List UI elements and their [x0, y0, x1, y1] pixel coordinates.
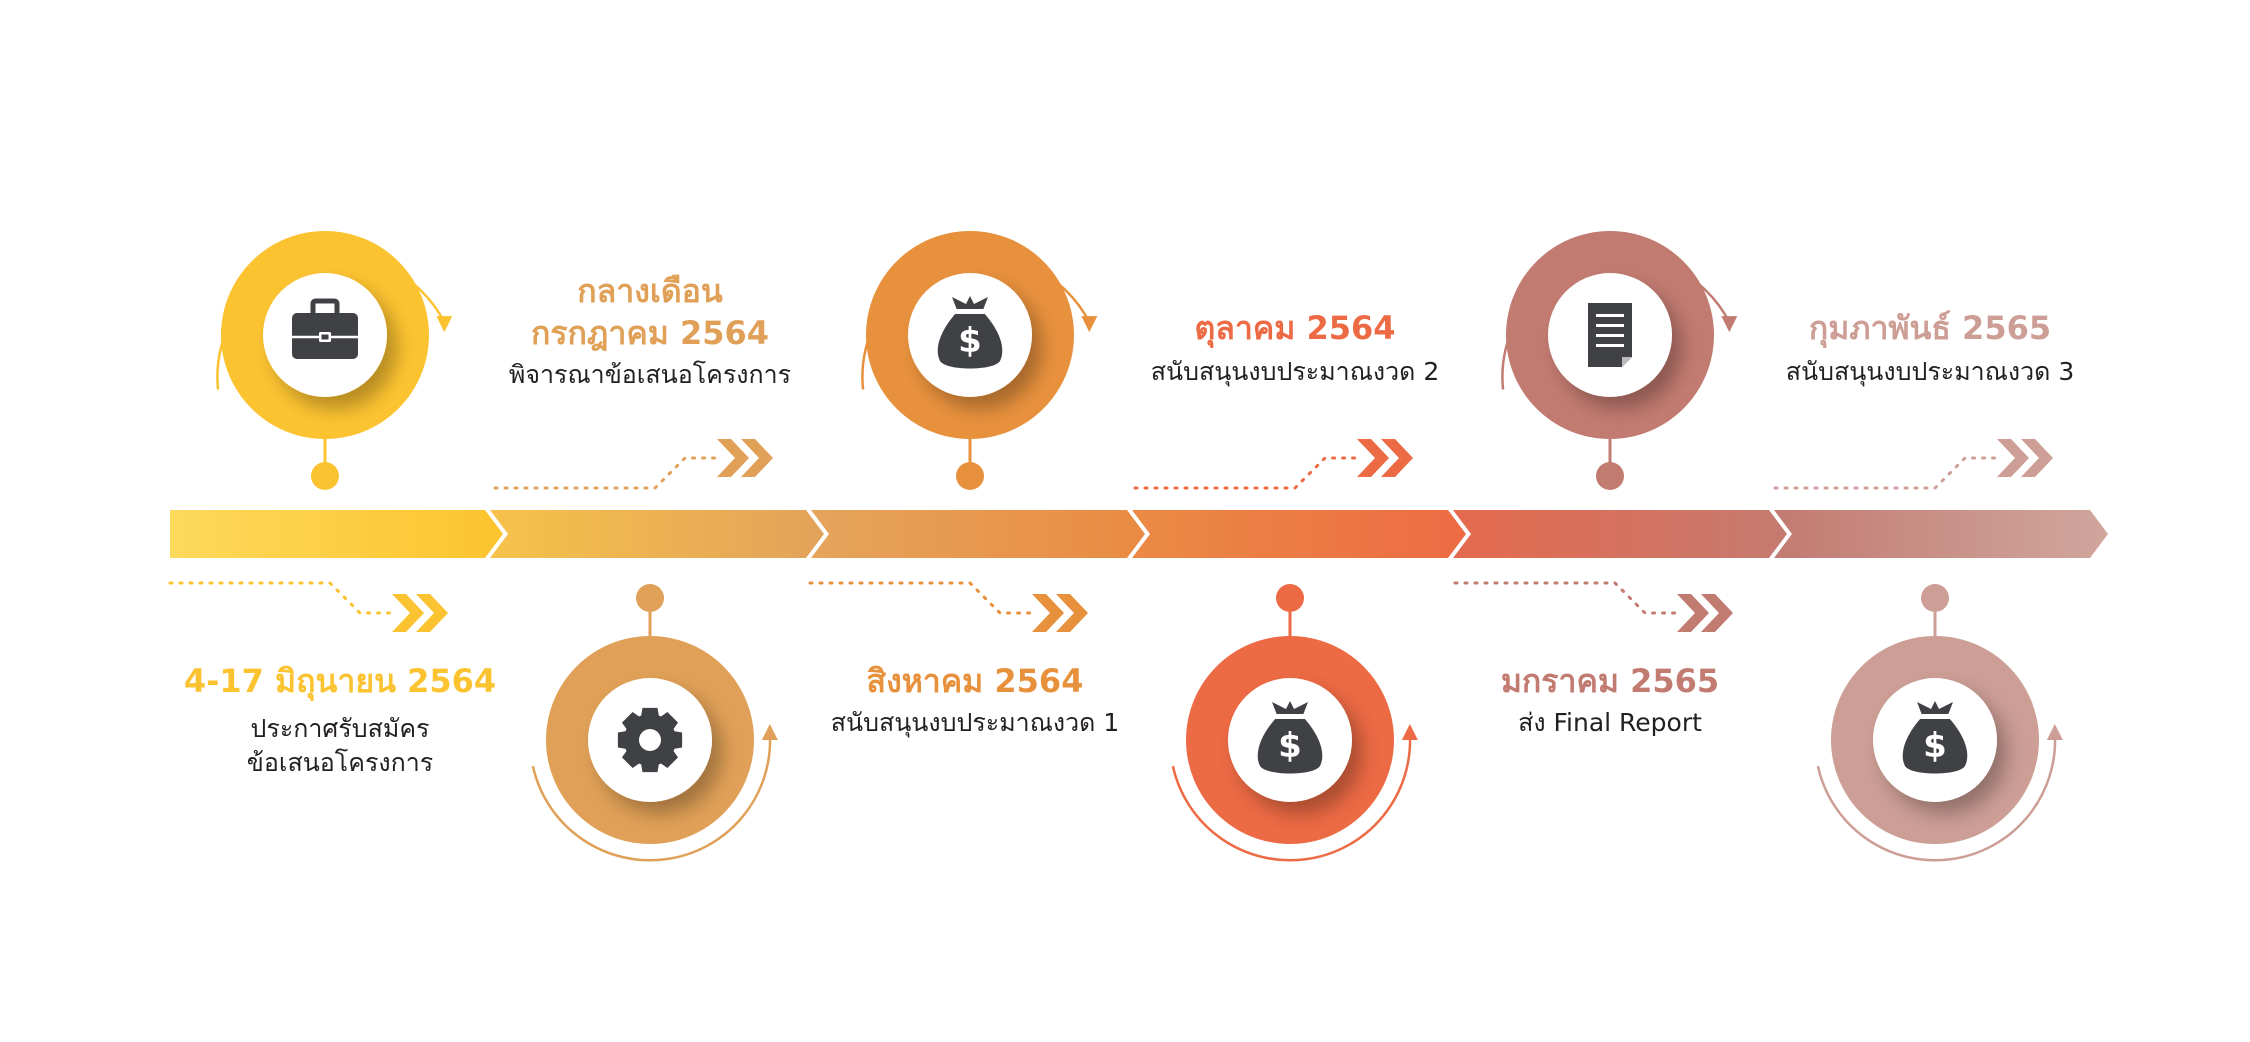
step-4-node: $	[1171, 584, 1418, 862]
step-4-arc	[1171, 733, 1412, 862]
step-6-arc-arrowhead	[2046, 724, 2063, 741]
chevron-icon-6-2	[2021, 439, 2053, 477]
timeline-segment-6	[1774, 510, 2108, 558]
document-line	[1596, 314, 1624, 317]
document-icon	[1588, 303, 1632, 367]
step-2-arc	[531, 733, 772, 862]
chevron-icon-1-2	[416, 594, 448, 632]
step-1-node	[216, 231, 453, 490]
chevron-icon-2-2	[741, 439, 773, 477]
step-6-description: สนับสนุนงบประมาณงวด 3	[1785, 357, 2075, 386]
money-bag-icon: $	[937, 296, 1003, 369]
briefcase-clasp-inner	[321, 334, 329, 340]
step-3-node: $	[861, 231, 1098, 490]
timeline-segment-3	[811, 510, 1145, 558]
step-2-description: พิจารณาข้อเสนอโครงการ	[508, 360, 792, 389]
step-4-description: สนับสนุนงบประมาณงวด 2	[1150, 357, 1440, 386]
step-6-pin	[1921, 584, 1949, 612]
step-3-date: สิงหาคม 2564	[866, 662, 1084, 700]
dotted-connector-3	[808, 581, 1032, 615]
timeline-segment-2	[490, 510, 824, 558]
step-1-date: 4-17 มิถุนายน 2564	[183, 662, 497, 700]
timeline-decorations	[168, 439, 2053, 632]
step-6-date: กุมภาพันธ์ 2565	[1808, 309, 2052, 347]
step-2-arc-arrowhead	[761, 724, 778, 741]
money-bag-body	[1902, 718, 1968, 774]
money-bag-tie	[954, 309, 986, 314]
chevron-icon-4-2	[1381, 439, 1413, 477]
money-bag-top	[952, 296, 988, 310]
chevron-icon-4-1	[1357, 439, 1389, 477]
step-4-label: ตุลาคม 2564 สนับสนุนงบประมาณงวด 2	[1085, 307, 1505, 389]
dotted-connector-6	[1773, 456, 1997, 490]
document-line	[1596, 334, 1624, 337]
dotted-connector-2	[493, 456, 717, 490]
step-2-pin	[636, 584, 664, 612]
gear-hole	[639, 729, 661, 751]
chevron-icon-6-1	[1997, 439, 2029, 477]
step-1-pin	[311, 462, 339, 490]
chevron-icon-2-1	[717, 439, 749, 477]
dotted-connector-4	[1133, 456, 1357, 490]
briefcase-icon	[292, 298, 358, 359]
money-bag-icon: $	[1257, 701, 1323, 774]
step-4-date: ตุลาคม 2564	[1194, 309, 1396, 347]
step-3-pin	[956, 462, 984, 490]
step-2-date-line-2: กรกฎาคม 2564	[530, 314, 770, 352]
document-fold	[1622, 357, 1632, 367]
dollar-sign: $	[958, 321, 982, 361]
step-1-label: 4-17 มิถุนายน 2564 ประกาศรับสมัคร ข้อเสน…	[140, 660, 540, 780]
dollar-sign: $	[1278, 726, 1302, 766]
step-6-arc	[1816, 733, 2057, 862]
chevron-icon-3-1	[1032, 594, 1064, 632]
timeline-segment-1	[170, 510, 503, 558]
step-3-label: สิงหาคม 2564 สนับสนุนงบประมาณงวด 1	[765, 660, 1185, 740]
money-bag-tie	[1919, 714, 1951, 719]
money-bag-top	[1272, 701, 1308, 715]
step-3-arc-arrowhead	[1081, 316, 1098, 333]
money-bag-body	[1257, 718, 1323, 774]
dollar-sign: $	[1923, 726, 1947, 766]
timeline-nodes: $ $ $	[216, 231, 2063, 862]
step-2-label: กลางเดือน กรกฎาคม 2564 พิจารณาข้อเสนอโคร…	[450, 270, 850, 392]
step-6-node: $	[1816, 584, 2063, 862]
money-bag-tie	[1274, 714, 1306, 719]
chevron-icon-5-2	[1701, 594, 1733, 632]
step-5-pin	[1596, 462, 1624, 490]
step-1-arc-arrowhead	[436, 316, 453, 333]
money-bag-icon: $	[1902, 701, 1968, 774]
step-5-description: ส่ง Final Report	[1518, 708, 1702, 737]
money-bag-top	[1917, 701, 1953, 715]
document-line	[1596, 324, 1624, 327]
document-line	[1596, 344, 1624, 347]
step-5-label: มกราคม 2565 ส่ง Final Report	[1410, 660, 1810, 740]
step-4-arc-arrowhead	[1401, 724, 1418, 741]
step-5-arc-arrowhead	[1721, 316, 1738, 333]
step-6-label: กุมภาพันธ์ 2565 สนับสนุนงบประมาณงวด 3	[1720, 307, 2140, 389]
step-2-date-line-1: กลางเดือน	[577, 272, 723, 310]
dotted-connector-1	[168, 581, 392, 615]
dotted-connector-5	[1453, 581, 1677, 615]
chevron-icon-3-2	[1056, 594, 1088, 632]
step-1-description-line-1: ประกาศรับสมัคร	[250, 714, 430, 743]
timeline-bar	[170, 510, 2108, 558]
briefcase-handle	[310, 298, 340, 313]
chevron-icon-1-1	[392, 594, 424, 632]
timeline-segment-5	[1453, 510, 1787, 558]
money-bag-body	[937, 313, 1003, 369]
gear-icon	[617, 707, 683, 773]
step-2-node	[531, 584, 778, 862]
chevron-icon-5-1	[1677, 594, 1709, 632]
step-5-date: มกราคม 2565	[1500, 662, 1720, 700]
timeline-segment-4	[1132, 510, 1466, 558]
step-1-description-line-2: ข้อเสนอโครงการ	[246, 748, 434, 777]
step-3-description: สนับสนุนงบประมาณงวด 1	[830, 708, 1120, 737]
step-5-node	[1501, 231, 1738, 490]
step-4-pin	[1276, 584, 1304, 612]
